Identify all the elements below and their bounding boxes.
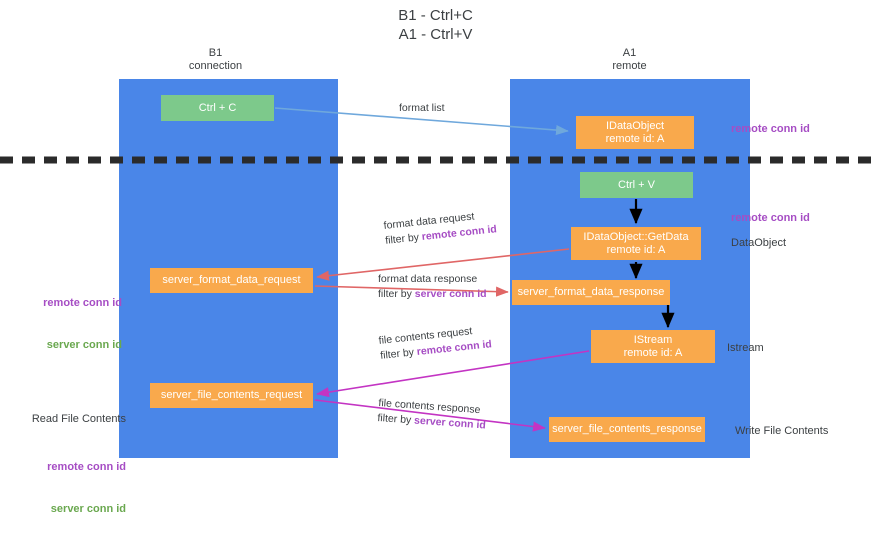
arrow-format-data-response bbox=[314, 285, 509, 297]
title-line-1: B1 - Ctrl+C bbox=[398, 7, 473, 24]
filter-prefix: filter by bbox=[379, 346, 418, 362]
box-ctrl-v[interactable]: Ctrl + V bbox=[580, 172, 693, 198]
arrow-label-line-main: format data response bbox=[378, 273, 478, 285]
title-line-2: A1 - Ctrl+V bbox=[398, 26, 473, 43]
arrow-label-line-filter: filter by server conn id bbox=[378, 287, 487, 302]
diagram-title: B1 - Ctrl+C A1 - Ctrl+V bbox=[0, 6, 871, 44]
annotation-left-conn-ids-format: remote conn id server conn id bbox=[22, 268, 122, 380]
box-server-file-contents-response[interactable]: server_file_contents_response bbox=[549, 417, 705, 442]
annotation-write-file-contents: Write File Contents bbox=[735, 425, 829, 437]
box-server-format-data-response[interactable]: server_format_data_response bbox=[512, 280, 670, 305]
annotation-server-conn-id: server conn id bbox=[46, 339, 122, 351]
box-ctrl-c[interactable]: Ctrl + C bbox=[161, 95, 274, 121]
box-idataobject[interactable]: IDataObject remote id: A bbox=[576, 116, 694, 149]
arrow-format-data-request bbox=[316, 248, 570, 281]
box-istream[interactable]: IStream remote id: A bbox=[591, 330, 715, 363]
box-server-format-data-request[interactable]: server_format_data_request bbox=[150, 268, 313, 293]
filter-key-server-conn-id: server conn id bbox=[413, 414, 487, 432]
annotation-remote-conn-id-mid: remote conn id bbox=[731, 212, 810, 224]
lane-header-a1: A1 remote bbox=[612, 47, 647, 72]
filter-key-server-conn-id: server conn id bbox=[414, 288, 487, 300]
arrow-label-format-data-response: format data response filter by server co… bbox=[378, 272, 487, 302]
annotation-remote-conn-id: remote conn id bbox=[47, 461, 126, 473]
annotation-remote-conn-id: remote conn id bbox=[43, 297, 122, 309]
box-idataobject-getdata[interactable]: IDataObject::GetData remote id: A bbox=[571, 227, 701, 260]
annotation-read-file-contents: Read File Contents bbox=[31, 413, 126, 425]
annotation-remote-conn-id-top: remote conn id bbox=[731, 123, 810, 135]
filter-prefix: filter by bbox=[377, 411, 415, 427]
annotation-left-read-file-contents: Read File Contents remote conn id server… bbox=[22, 384, 126, 544]
filter-prefix: filter by bbox=[384, 231, 423, 247]
annotation-dataobject: DataObject bbox=[731, 237, 787, 249]
annotation-istream: Istream bbox=[727, 342, 764, 354]
annotation-server-conn-id: server conn id bbox=[50, 503, 126, 515]
lane-header-b1: B1 connection bbox=[188, 47, 243, 72]
arrow-format-list bbox=[274, 107, 569, 136]
filter-prefix: filter by bbox=[378, 288, 415, 300]
box-server-file-contents-request[interactable]: server_file_contents_request bbox=[150, 383, 313, 408]
diagram-canvas: B1 - Ctrl+C A1 - Ctrl+V B1 connection A1 … bbox=[0, 6, 871, 515]
arrow-file-contents-request bbox=[316, 350, 590, 398]
arrow-label-format-list: format list bbox=[399, 102, 445, 114]
arrow-file-contents-response bbox=[314, 399, 546, 432]
